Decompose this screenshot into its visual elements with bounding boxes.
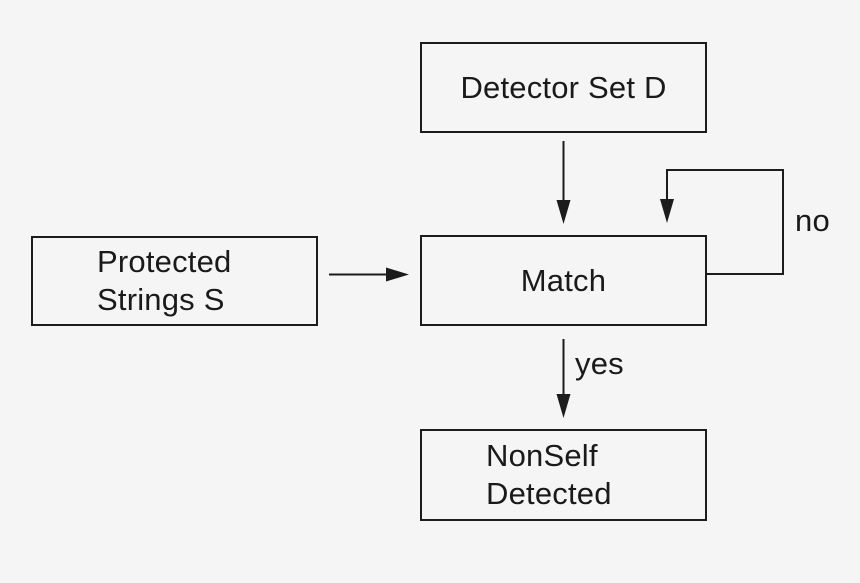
node-protected-strings-line1: Protected [97, 244, 232, 279]
node-detector-set: Detector Set D [420, 42, 707, 133]
node-nonself-detected-line1: NonSelf [486, 438, 598, 473]
arrow-match-to-nonself [556, 339, 571, 418]
node-nonself-detected: NonSelf Detected [420, 429, 707, 521]
node-protected-strings-label: Protected Strings S [97, 243, 232, 319]
node-match-label: Match [520, 262, 607, 298]
yes-edge-label: yes [575, 346, 624, 381]
arrow-protected-to-match [329, 267, 409, 282]
node-protected-strings: Protected Strings S [31, 236, 318, 326]
node-nonself-detected-line2: Detected [486, 476, 612, 511]
no-edge-label: no [795, 203, 830, 238]
arrow-detector-to-match [556, 141, 571, 224]
no-loop-arrow [660, 169, 784, 275]
node-nonself-detected-label: NonSelf Detected [486, 437, 612, 513]
node-protected-strings-line2: Strings S [97, 282, 225, 317]
node-detector-set-label: Detector Set D [460, 69, 667, 105]
node-match: Match [420, 235, 707, 326]
